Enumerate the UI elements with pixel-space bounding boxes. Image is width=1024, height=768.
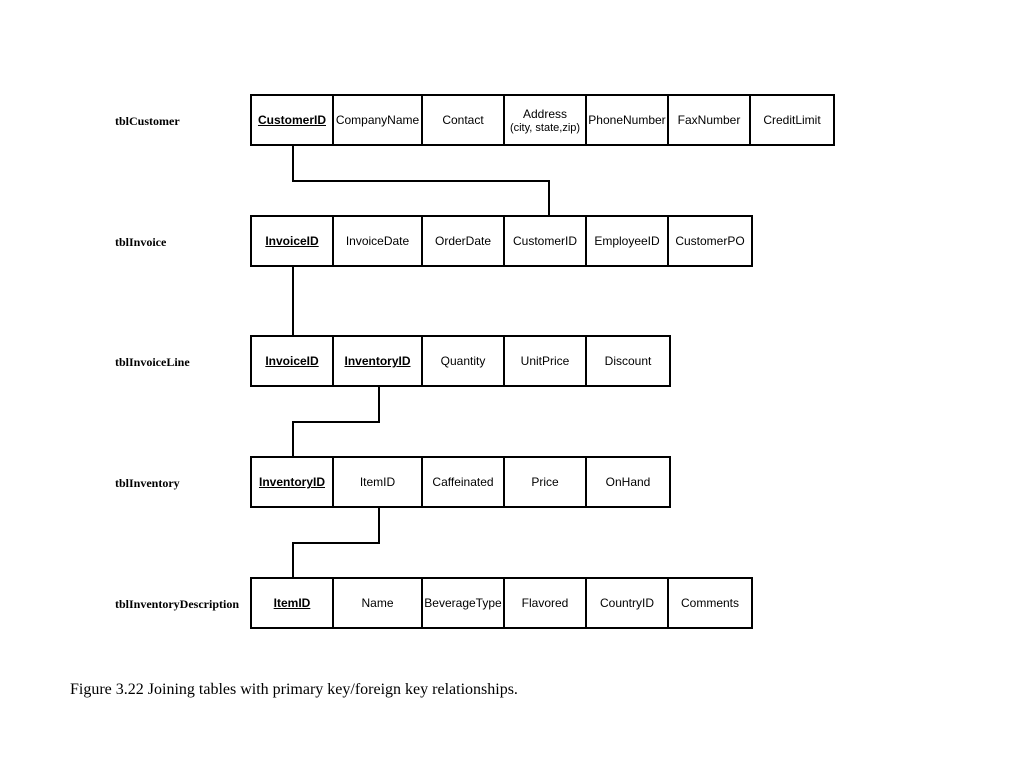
field-invoice-customerid: CustomerID — [505, 217, 587, 265]
field-invoiceline-discount: Discount — [604, 354, 652, 368]
table-inventory: InventoryID ItemID Caffeinated Price OnH… — [250, 456, 671, 508]
field-inventory-price: Price — [505, 458, 587, 506]
field-customer-address-note: (city, state,zip) — [509, 121, 581, 134]
table-customer: CustomerID CompanyName Contact Address (… — [250, 94, 835, 146]
table-invoice-line: InvoiceID InventoryID Quantity UnitPrice… — [250, 335, 671, 387]
table-label-invoice: tblInvoice — [115, 235, 167, 249]
field-invdesc-countryid: CountryID — [587, 579, 669, 627]
field-invoice-orderdate: OrderDate — [423, 217, 505, 265]
link-invoiceline-inventory — [292, 387, 380, 457]
field-invoice-customerpo: CustomerPO — [675, 234, 745, 248]
table-invoice: InvoiceID InvoiceDate OrderDate Customer… — [250, 215, 753, 267]
field-inventory-onhand: OnHand — [605, 475, 651, 489]
field-invdesc-name: Name — [334, 579, 423, 627]
field-invoice-invoicedate: InvoiceDate — [334, 217, 423, 265]
field-invoiceline-invoiceid: InvoiceID — [252, 337, 334, 385]
field-invoiceline-unitprice: UnitPrice — [505, 337, 587, 385]
field-invoiceline-inventoryid: InventoryID — [334, 337, 423, 385]
field-invdesc-flavored: Flavored — [505, 579, 587, 627]
field-inventory-caffeinated: Caffeinated — [423, 458, 505, 506]
field-invoiceline-quantity: Quantity — [423, 337, 505, 385]
field-customer-phonenumber: PhoneNumber — [587, 96, 669, 144]
field-customer-contact: Contact — [423, 96, 505, 144]
table-label-invoice-line: tblInvoiceLine — [115, 355, 190, 369]
table-label-customer: tblCustomer — [115, 114, 180, 128]
figure-caption: Figure 3.22 Joining tables with primary … — [70, 681, 518, 698]
field-inventory-itemid: ItemID — [334, 458, 423, 506]
table-inventory-description: ItemID Name BeverageType Flavored Countr… — [250, 577, 753, 629]
field-customer-customerid: CustomerID — [252, 96, 334, 144]
link-customer-invoice — [292, 146, 550, 216]
field-invdesc-comments: Comments — [680, 596, 739, 610]
link-inventory-description — [292, 508, 380, 578]
field-customer-address: Address (city, state,zip) — [505, 96, 587, 144]
field-invdesc-itemid: ItemID — [252, 579, 334, 627]
field-invdesc-beveragetype: BeverageType — [423, 579, 505, 627]
field-customer-creditlimit: CreditLimit — [763, 113, 821, 127]
field-invoice-employeeid: EmployeeID — [587, 217, 669, 265]
table-label-inventory: tblInventory — [115, 476, 180, 490]
table-label-inventory-description: tblInventoryDescription — [115, 597, 239, 611]
field-inventory-inventoryid: InventoryID — [252, 458, 334, 506]
field-customer-companyname: CompanyName — [334, 96, 423, 144]
field-invoice-invoiceid: InvoiceID — [252, 217, 334, 265]
field-customer-faxnumber: FaxNumber — [669, 96, 751, 144]
